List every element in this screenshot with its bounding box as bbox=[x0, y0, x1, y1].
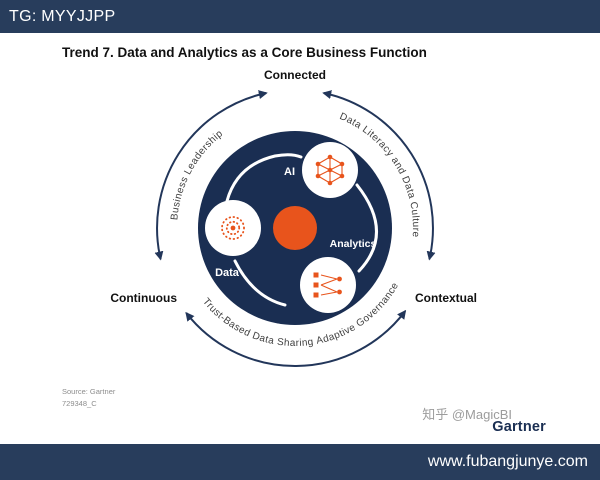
page-title: Trend 7. Data and Analytics as a Core Bu… bbox=[62, 45, 427, 60]
data-disc-icon bbox=[221, 216, 245, 240]
main-content: Trend 7. Data and Analytics as a Core Bu… bbox=[0, 33, 600, 444]
ring-label-contextual: Contextual bbox=[415, 291, 477, 305]
source-line: Source: Gartner bbox=[62, 387, 116, 396]
bottom-bar-url: www.fubangjunye.com bbox=[427, 453, 588, 470]
node-label-analytics: Analytics bbox=[330, 238, 377, 250]
ring-label-connected: Connected bbox=[264, 68, 326, 82]
source-note: Source: Gartner 729348_C bbox=[62, 386, 115, 410]
bottom-bar: www.fubangjunye.com bbox=[0, 444, 600, 480]
top-bar: TG: MYYJJPP bbox=[0, 0, 600, 33]
center-hub bbox=[273, 206, 317, 250]
source-code: 729348_C bbox=[62, 399, 97, 408]
ai-network-icon bbox=[315, 154, 345, 186]
top-bar-label: TG: MYYJJPP bbox=[9, 7, 116, 25]
swirl-line-top bbox=[225, 153, 303, 203]
swirl-line-right bbox=[355, 183, 378, 273]
analytics-flow-icon bbox=[313, 272, 342, 298]
outer-arrow-ring bbox=[154, 90, 436, 368]
ring-arc-bottom bbox=[185, 309, 407, 368]
swirl-lines bbox=[225, 153, 378, 307]
node-circle-analytics bbox=[300, 257, 356, 313]
swirl-line-bottom bbox=[233, 259, 287, 307]
core-business-diagram: Connected Contextual Continuous Business… bbox=[110, 68, 477, 368]
node-label-data: Data bbox=[215, 267, 240, 279]
diagram-area: Connected Contextual Continuous Business… bbox=[55, 63, 535, 393]
watermark-text: 知乎 @MagicBI bbox=[422, 407, 512, 422]
ring-arc-right bbox=[322, 90, 436, 261]
ring-arc-left bbox=[154, 90, 268, 261]
ring-label-continuous: Continuous bbox=[110, 291, 177, 305]
node-label-ai: AI bbox=[284, 166, 295, 178]
gartner-logo: Gartner bbox=[492, 419, 546, 435]
